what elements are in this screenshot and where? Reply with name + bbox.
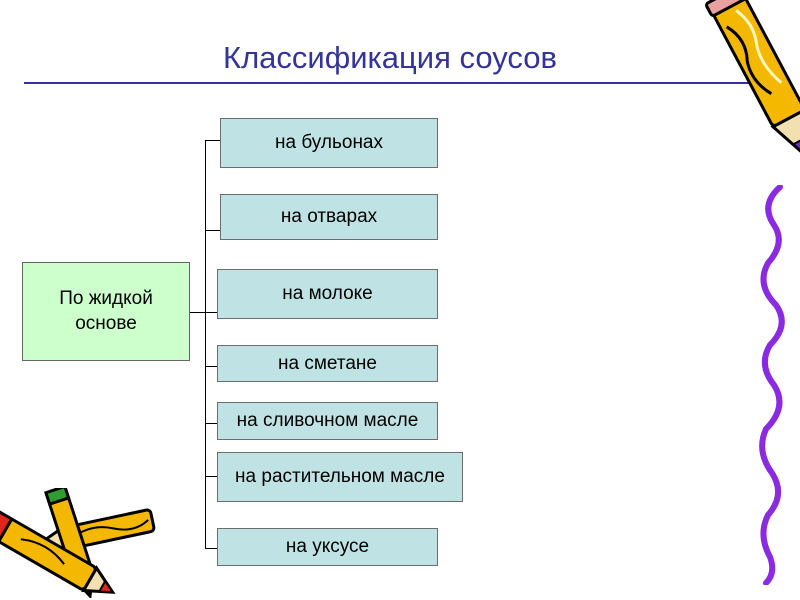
trunk-line	[205, 140, 206, 548]
node-vegetable-oil: на растительном масле	[217, 452, 463, 502]
branch-line	[205, 230, 221, 231]
node-label: на сметане	[278, 352, 377, 374]
node-butter: на сливочном масле	[217, 402, 438, 440]
branch-line	[205, 140, 221, 141]
node-decoction: на отварах	[220, 194, 438, 240]
root-node-label: По жидкой основе	[59, 287, 153, 334]
branch-line	[205, 476, 218, 477]
slide-title: Классификация соусов	[223, 40, 557, 75]
title-divider	[24, 82, 776, 84]
pencils-icon	[0, 488, 156, 598]
node-label: на растительном масле	[235, 466, 445, 487]
branch-line	[205, 423, 218, 424]
branch-line	[205, 312, 218, 313]
node-label: на уксусе	[285, 536, 370, 557]
branch-line	[205, 548, 218, 549]
node-vinegar: на уксусе	[217, 528, 438, 566]
pencil-icon	[705, 0, 800, 165]
branch-line	[205, 366, 218, 367]
root-node: По жидкой основе	[22, 262, 190, 361]
node-label: на бульонах	[275, 132, 383, 153]
node-label: на сливочном масле	[236, 410, 419, 431]
node-broth: на бульонах	[220, 118, 438, 168]
node-sour-cream: на сметане	[217, 345, 438, 382]
root-connector	[190, 312, 205, 313]
node-label: на молоке	[282, 283, 373, 304]
squiggle-line	[759, 185, 785, 585]
node-milk: на молоке	[217, 269, 438, 319]
node-label: на отварах	[280, 206, 378, 227]
